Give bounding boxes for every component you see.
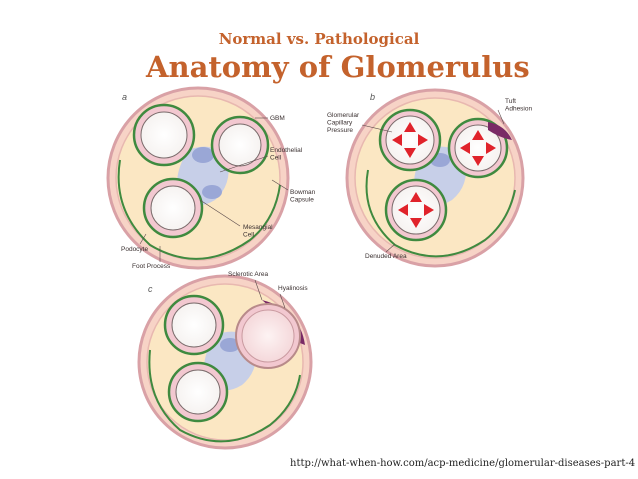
panel-b-letter: b <box>370 92 375 102</box>
podocyte-outline <box>365 169 516 258</box>
label-gbm: GBM <box>270 115 285 122</box>
label-hyalinosis: Hyalinosis <box>278 285 308 292</box>
subtitle: Normal vs. Pathological <box>218 30 420 48</box>
capillary-loop <box>132 103 196 167</box>
label-denuded-area: Denuded Area <box>365 253 407 260</box>
capillary-loop <box>384 178 448 242</box>
label-podocyte: Podocyte <box>121 246 148 253</box>
podocyte-outline <box>148 349 301 443</box>
source-link[interactable]: http://what-when-how.com/acp-medicine/gl… <box>290 458 636 469</box>
sclerotic-loop <box>235 303 301 369</box>
panel-a-letter: a <box>122 92 127 102</box>
capillary-loop <box>447 117 509 179</box>
label-sclerotic-area: Sclerotic Area <box>228 271 268 278</box>
mesangial-cell <box>192 147 214 163</box>
mesangial-cell <box>220 338 240 352</box>
capillary-loop <box>378 108 442 172</box>
podocyte-outline <box>117 159 281 260</box>
panel-b: b <box>327 88 532 268</box>
panel-c-letter: c <box>148 284 153 294</box>
page-title: Anatomy of Glomerulus <box>146 50 530 84</box>
pressure-arrows <box>392 122 496 228</box>
mesangial-cell <box>202 185 222 199</box>
panel-c: c Sclerotic Area Hyalinosis <box>137 271 313 450</box>
capillary-loop <box>210 115 270 175</box>
capillary-loop <box>167 361 229 423</box>
capillary-loop <box>142 177 204 239</box>
tuft-adhesion <box>488 122 512 140</box>
capillary-loop <box>163 294 225 356</box>
label-foot-process: Foot Process <box>132 263 171 270</box>
